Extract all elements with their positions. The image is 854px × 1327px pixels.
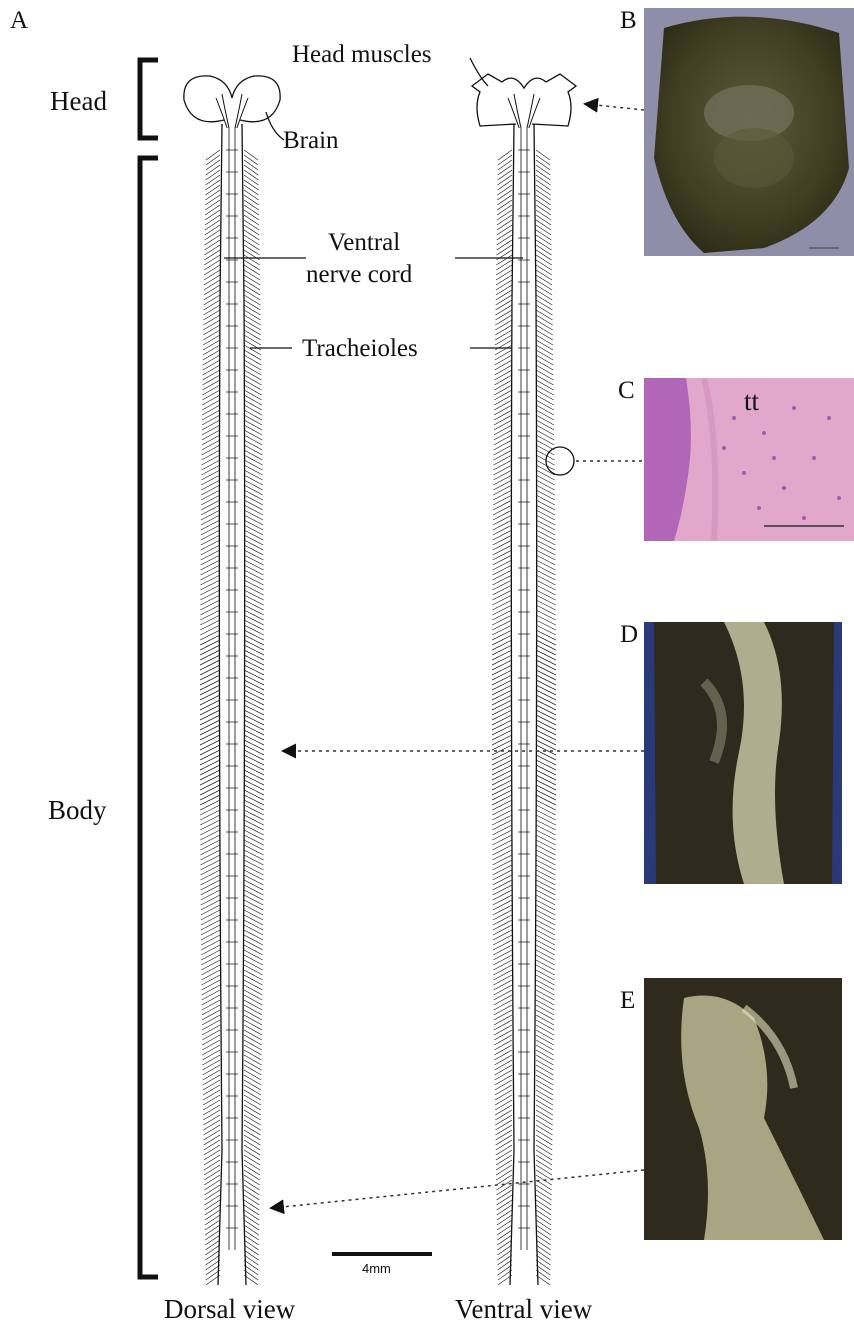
dorsal-worm [184,76,280,1285]
body-bracket [140,158,158,1277]
brain-leader [266,112,284,140]
ventral-worm-bristles [492,150,556,1285]
arrow-b [586,104,644,110]
section-location-circle [546,447,574,475]
dorsal-worm-bristles [200,150,264,1285]
head-muscles-leader [470,58,488,86]
ventral-worm [472,74,576,1285]
head-bracket [140,60,158,138]
arrow-e [272,1170,644,1208]
